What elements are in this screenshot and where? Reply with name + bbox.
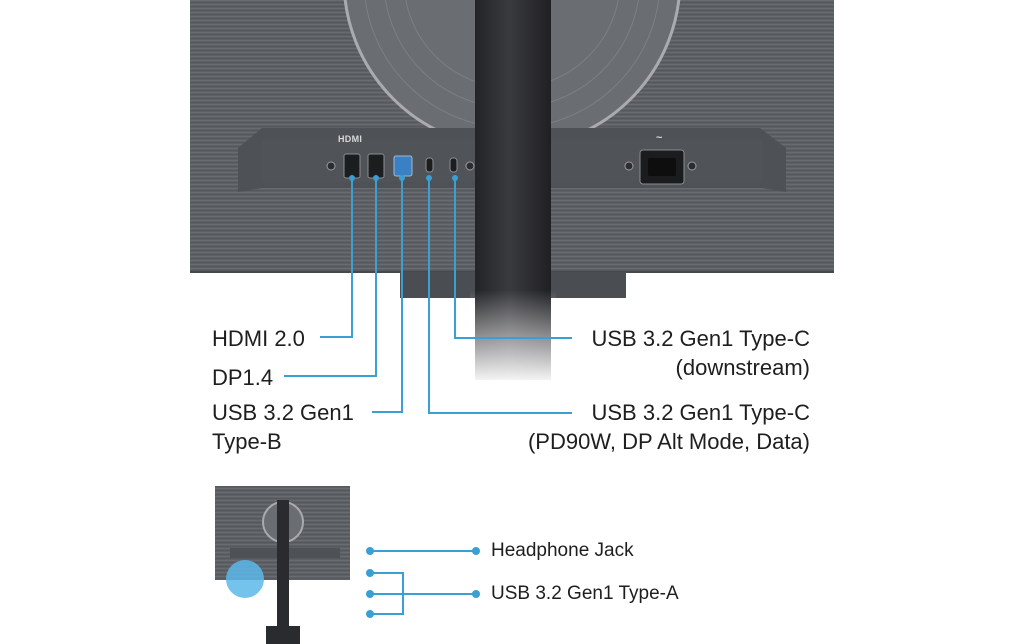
dp-port [367, 153, 385, 179]
side-callout-lines [370, 550, 475, 615]
usb-b-port [393, 155, 413, 177]
hdmi-port [343, 153, 361, 179]
usb-c-down-port [449, 157, 458, 173]
monitor-thumbnail [215, 486, 350, 644]
callout-dots [349, 175, 458, 181]
callout-usb-a: USB 3.2 Gen1 Type-A [491, 583, 679, 604]
usb-c-pd-port [425, 157, 434, 173]
callout-usb-b: USB 3.2 Gen1 Type-B [212, 398, 354, 456]
callout-usb-c-pd-line2: (PD90W, DP Alt Mode, Data) [527, 429, 810, 454]
callout-usb-c-pd: USB 3.2 Gen1 Type-C (PD90W, DP Alt Mode,… [528, 398, 810, 456]
screws [326, 161, 697, 171]
hdmi-marking: HDMI [338, 134, 363, 144]
callout-headphone-jack: Headphone Jack [491, 540, 634, 561]
callout-usb-c-downstream: USB 3.2 Gen1 Type-C (downstream) [592, 324, 811, 382]
callout-usb-c-down-line1: USB 3.2 Gen1 Type-C [591, 326, 811, 351]
callout-lines [284, 178, 572, 414]
callout-dp: DP1.4 [212, 365, 274, 390]
power-marking: ~ [656, 132, 663, 144]
side-callout-dots [366, 547, 480, 618]
power-socket [639, 149, 685, 185]
callout-usb-c-down-line2: (downstream) [675, 355, 810, 380]
callout-usb-b-line2: Type-B [212, 429, 282, 454]
callout-hdmi: HDMI 2.0 [212, 326, 305, 351]
callout-usb-b-line1: USB 3.2 Gen1 [212, 400, 354, 425]
callout-usb-c-pd-line1: USB 3.2 Gen1 Type-C [591, 400, 811, 425]
